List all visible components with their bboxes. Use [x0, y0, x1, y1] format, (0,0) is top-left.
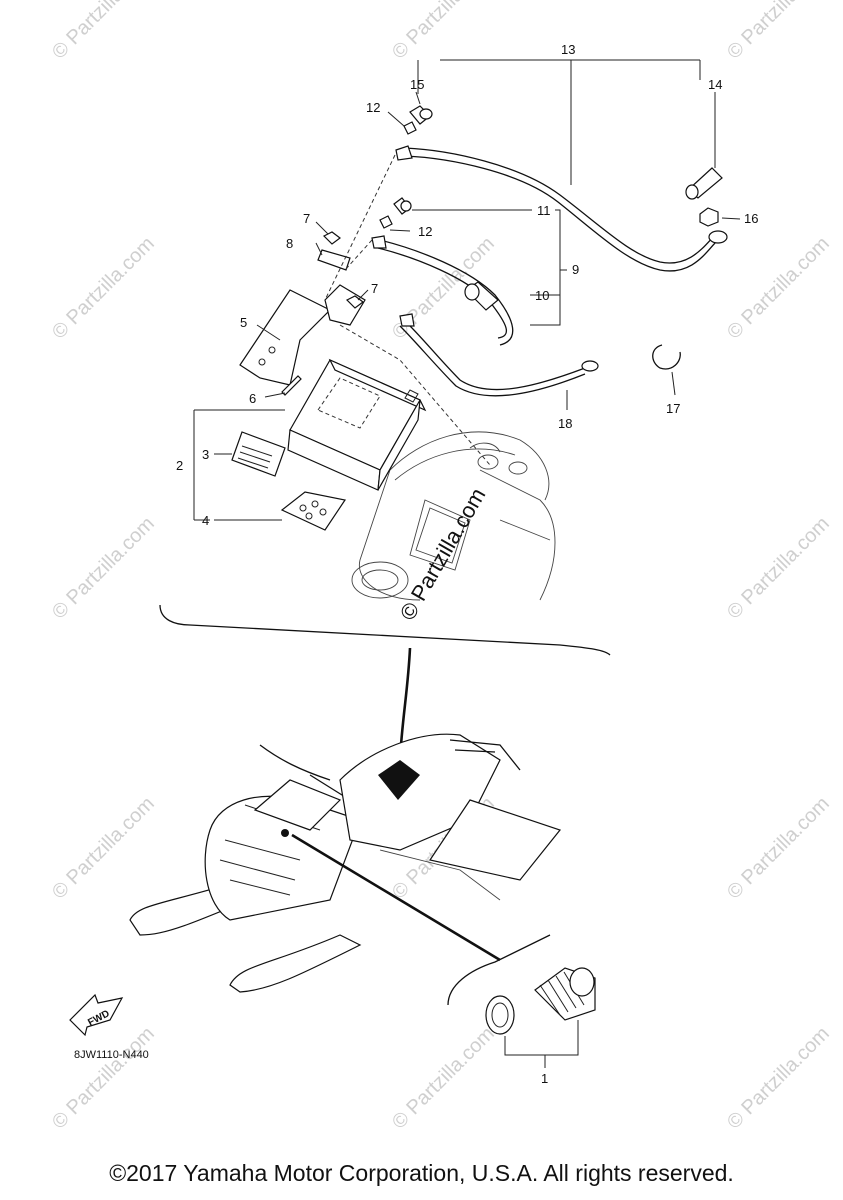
callout-17: 17	[666, 401, 680, 416]
socket-location-marker	[281, 829, 289, 837]
battery-bracket	[239, 284, 366, 386]
callout-10: 10	[535, 288, 549, 303]
nut-16	[699, 207, 719, 227]
snowmobile-illustration	[129, 733, 562, 993]
socket-detail-frame	[447, 934, 551, 1006]
terminal-cap-15	[409, 105, 433, 125]
fuse-holder	[317, 249, 351, 271]
callout-15: 15	[410, 77, 424, 92]
chassis-outline	[351, 431, 556, 601]
watermark: © Partzilla.com	[48, 1023, 159, 1134]
battery-pad-sheet	[280, 491, 346, 531]
terminal-cap-11	[393, 197, 412, 215]
socket-pointer-arrow	[291, 833, 501, 962]
callout-12-lower: 12	[418, 224, 432, 239]
watermark: © Partzilla.com	[723, 233, 834, 344]
callout-3: 3	[202, 447, 209, 462]
terminal-cap-14	[685, 167, 723, 200]
terminal-cap-10	[464, 281, 499, 311]
watermark: © Partzilla.com	[723, 1023, 834, 1134]
callout-18: 18	[558, 416, 572, 431]
watermark: © Partzilla.com	[48, 233, 159, 344]
accessory-socket	[485, 967, 596, 1035]
callout-16: 16	[744, 211, 758, 226]
callout-6: 6	[249, 391, 256, 406]
nut-upper	[322, 231, 341, 245]
warning-label-sticker	[231, 431, 286, 477]
watermark: © Partzilla.com	[723, 513, 834, 624]
watermark: © Partzilla.com	[388, 0, 499, 64]
detail-frame	[159, 604, 611, 656]
callout-1: 1	[541, 1071, 548, 1086]
callout-13: 13	[561, 42, 575, 57]
forward-direction-arrow: FWD	[69, 993, 124, 1037]
nut-12-upper	[403, 121, 417, 135]
watermark: © Partzilla.com	[48, 513, 159, 624]
callout-2: 2	[176, 458, 183, 473]
callout-8: 8	[286, 236, 293, 251]
watermark: © Partzilla.com	[723, 793, 834, 904]
callout-4: 4	[202, 513, 209, 528]
center-watermark: © Partzilla.com	[395, 484, 491, 625]
callout-labels: 1 2 3 4 5 6 7 7 8 9 10 11 12 12 13 14 15…	[176, 42, 758, 1086]
watermark: © Partzilla.com	[723, 0, 834, 64]
callout-7-lower: 7	[371, 281, 378, 296]
leader-socket	[504, 1020, 579, 1068]
callout-14: 14	[708, 77, 722, 92]
callout-12-upper: 12	[366, 100, 380, 115]
diagram-code: 8JW1110-N440	[74, 1049, 149, 1061]
leader-lines	[193, 59, 741, 521]
callout-11: 11	[537, 203, 551, 218]
watermark: © Partzilla.com	[48, 793, 159, 904]
cable-band	[652, 344, 681, 370]
watermark: © Partzilla.com	[388, 1023, 499, 1134]
nut-12-lower	[379, 215, 393, 229]
battery-cable-18	[399, 313, 599, 397]
battery-cable-long	[395, 145, 728, 272]
callout-5: 5	[240, 315, 247, 330]
battery	[287, 358, 427, 491]
callout-9: 9	[572, 262, 579, 277]
watermark: © Partzilla.com	[48, 0, 159, 64]
callout-7-upper: 7	[303, 211, 310, 226]
battery-location-highlight	[378, 760, 420, 800]
bolt	[281, 375, 302, 396]
copyright-notice: ©2017 Yamaha Motor Corporation, U.S.A. A…	[109, 1160, 734, 1186]
